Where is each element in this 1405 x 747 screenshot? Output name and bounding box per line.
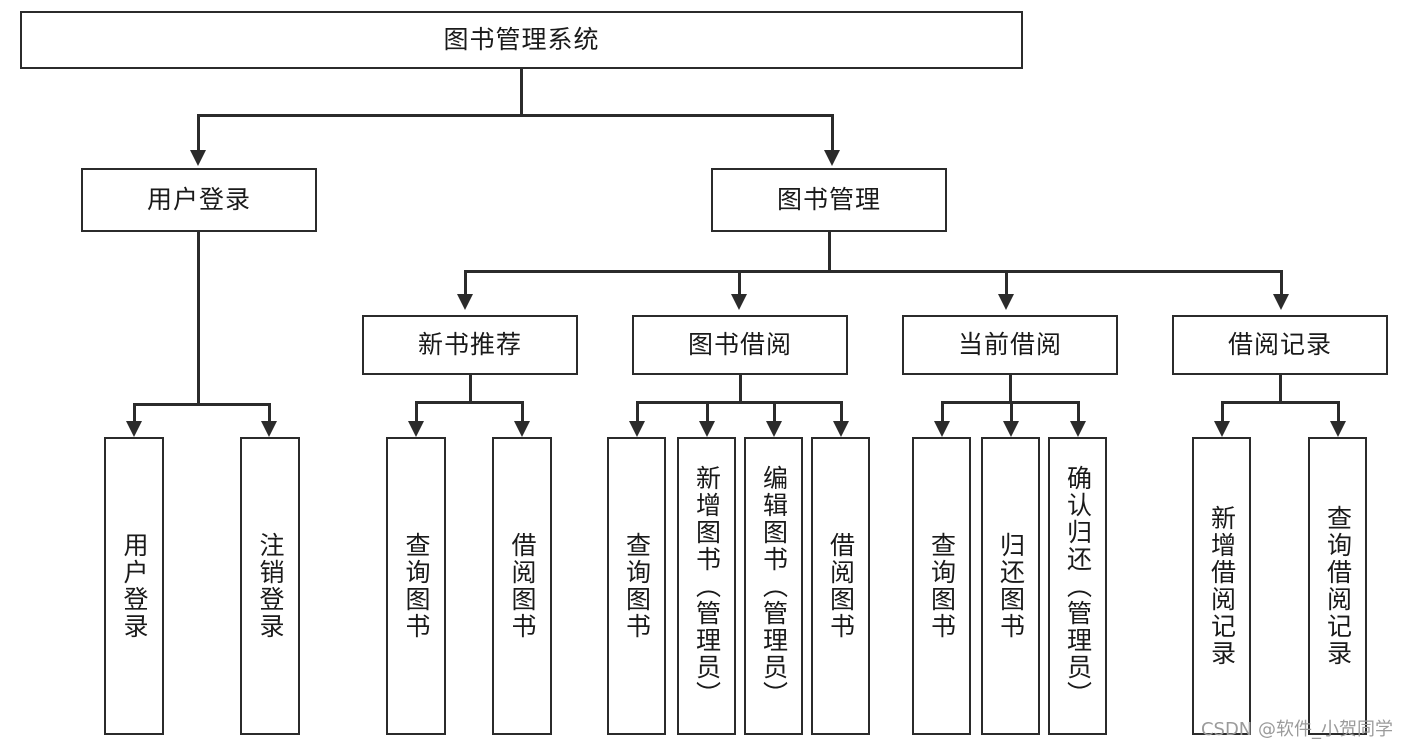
leaf-book-borrow-query-book[interactable]: 查询图书: [607, 437, 666, 735]
edge-user-login-to-leaf-2: [268, 403, 271, 423]
arrowhead-icon-bm-new-book: [457, 294, 473, 310]
arrowhead-icon-book-borrow-leaf-2: [699, 421, 715, 437]
arrowhead-icon-root-to-book-management: [824, 150, 840, 166]
edge-book-borrow-to-leaf-4: [840, 401, 843, 423]
node-label: 图书管理系统: [443, 25, 600, 55]
arrowhead-icon-new-book-leaf-2: [514, 421, 530, 437]
edge-bm-to-book-borrow: [738, 270, 741, 297]
edge-user-login-stem: [197, 232, 200, 405]
leaf-book-borrow-edit-book-admin[interactable]: 编辑图书（管理员）: [744, 437, 803, 735]
node-label: 用户登录: [120, 532, 149, 640]
arrowhead-icon-current-borrow-leaf-1: [934, 421, 950, 437]
edge-root-bus: [197, 114, 834, 117]
leaf-book-borrow-add-book-admin[interactable]: 新增图书（管理员）: [677, 437, 736, 735]
arrowhead-icon-root-to-user-login: [190, 150, 206, 166]
edge-book-borrow-bus: [636, 401, 842, 404]
node-label: 查询借阅记录: [1323, 505, 1353, 667]
node-borrow-record[interactable]: 借阅记录: [1172, 315, 1388, 375]
edge-root-stem: [520, 69, 523, 116]
edge-borrow-record-bus: [1221, 401, 1339, 404]
edge-new-book-stem: [469, 375, 472, 403]
node-label: 查询图书: [622, 532, 652, 640]
edge-root-to-user-login: [197, 114, 200, 152]
edge-user-login-to-leaf-1: [133, 403, 136, 423]
node-label: 注销登录: [256, 532, 285, 640]
edge-new-book-bus: [415, 401, 523, 404]
watermark-text: CSDN @软件_小贺同学: [1200, 719, 1393, 740]
node-label: 借阅图书: [826, 532, 856, 640]
node-label: 确认归还（管理员）: [1063, 464, 1093, 708]
edge-user-login-bus: [133, 403, 269, 406]
arrowhead-icon-user-login-leaf-2: [261, 421, 277, 437]
node-label: 归还图书: [996, 532, 1026, 640]
edge-bm-to-new-book: [464, 270, 467, 297]
node-label: 借阅记录: [1227, 330, 1332, 360]
leaf-new-book-query-book[interactable]: 查询图书: [386, 437, 446, 735]
arrowhead-icon-borrow-record-leaf-1: [1214, 421, 1230, 437]
arrowhead-icon-book-borrow-leaf-3: [766, 421, 782, 437]
node-current-borrow[interactable]: 当前借阅: [902, 315, 1118, 375]
leaf-book-borrow-borrow-book[interactable]: 借阅图书: [811, 437, 870, 735]
edge-book-borrow-stem: [739, 375, 742, 403]
node-label: 查询图书: [402, 532, 431, 640]
node-user-login[interactable]: 用户登录: [81, 168, 317, 232]
leaf-current-borrow-confirm-return-admin[interactable]: 确认归还（管理员）: [1048, 437, 1107, 735]
arrowhead-icon-book-borrow-leaf-1: [629, 421, 645, 437]
arrowhead-icon-bm-borrow-record: [1273, 294, 1289, 310]
edge-book-borrow-to-leaf-1: [636, 401, 639, 423]
node-label: 编辑图书（管理员）: [759, 464, 789, 708]
leaf-current-borrow-return-book[interactable]: 归还图书: [981, 437, 1040, 735]
arrowhead-icon-current-borrow-leaf-2: [1003, 421, 1019, 437]
node-label: 借阅图书: [508, 532, 537, 640]
edge-borrow-record-stem: [1279, 375, 1282, 403]
arrowhead-icon-book-borrow-leaf-4: [833, 421, 849, 437]
arrowhead-icon-current-borrow-leaf-3: [1070, 421, 1086, 437]
leaf-current-borrow-query-book[interactable]: 查询图书: [912, 437, 971, 735]
edge-book-borrow-to-leaf-3: [773, 401, 776, 423]
node-label: 图书借阅: [687, 330, 792, 360]
edge-book-management-bus: [464, 270, 1282, 273]
node-label: 新增图书（管理员）: [692, 464, 722, 708]
leaf-user-login-login[interactable]: 用户登录: [104, 437, 164, 735]
leaf-new-book-borrow-book[interactable]: 借阅图书: [492, 437, 552, 735]
node-book-borrow[interactable]: 图书借阅: [632, 315, 848, 375]
node-label: 用户登录: [146, 185, 251, 215]
edge-bm-to-borrow-record: [1280, 270, 1283, 297]
edge-current-borrow-to-leaf-1: [941, 401, 944, 423]
edge-current-borrow-to-leaf-2: [1010, 401, 1013, 423]
leaf-borrow-record-add-record[interactable]: 新增借阅记录: [1192, 437, 1251, 735]
leaf-user-login-logout[interactable]: 注销登录: [240, 437, 300, 735]
node-label: 查询图书: [927, 532, 957, 640]
node-new-book-recommend[interactable]: 新书推荐: [362, 315, 578, 375]
arrowhead-icon-bm-current-borrow: [998, 294, 1014, 310]
leaf-borrow-record-query-record[interactable]: 查询借阅记录: [1308, 437, 1367, 735]
arrowhead-icon-user-login-leaf-1: [126, 421, 142, 437]
edge-book-management-stem: [828, 232, 831, 272]
edge-borrow-record-to-leaf-2: [1337, 401, 1340, 423]
node-label: 图书管理: [776, 185, 881, 215]
edge-root-to-book-management: [831, 114, 834, 152]
node-book-management[interactable]: 图书管理: [711, 168, 947, 232]
arrowhead-icon-new-book-leaf-1: [408, 421, 424, 437]
edge-borrow-record-to-leaf-1: [1221, 401, 1224, 423]
node-label: 新书推荐: [417, 330, 522, 360]
node-label: 当前借阅: [957, 330, 1062, 360]
edge-current-borrow-to-leaf-3: [1077, 401, 1080, 423]
edge-current-borrow-stem: [1009, 375, 1012, 403]
node-label: 新增借阅记录: [1207, 505, 1237, 667]
edge-book-borrow-to-leaf-2: [706, 401, 709, 423]
arrowhead-icon-bm-book-borrow: [731, 294, 747, 310]
node-root-book-management-system[interactable]: 图书管理系统: [20, 11, 1023, 69]
arrowhead-icon-borrow-record-leaf-2: [1330, 421, 1346, 437]
edge-new-book-to-leaf-2: [521, 401, 524, 423]
edge-bm-to-current-borrow: [1005, 270, 1008, 297]
edge-new-book-to-leaf-1: [415, 401, 418, 423]
